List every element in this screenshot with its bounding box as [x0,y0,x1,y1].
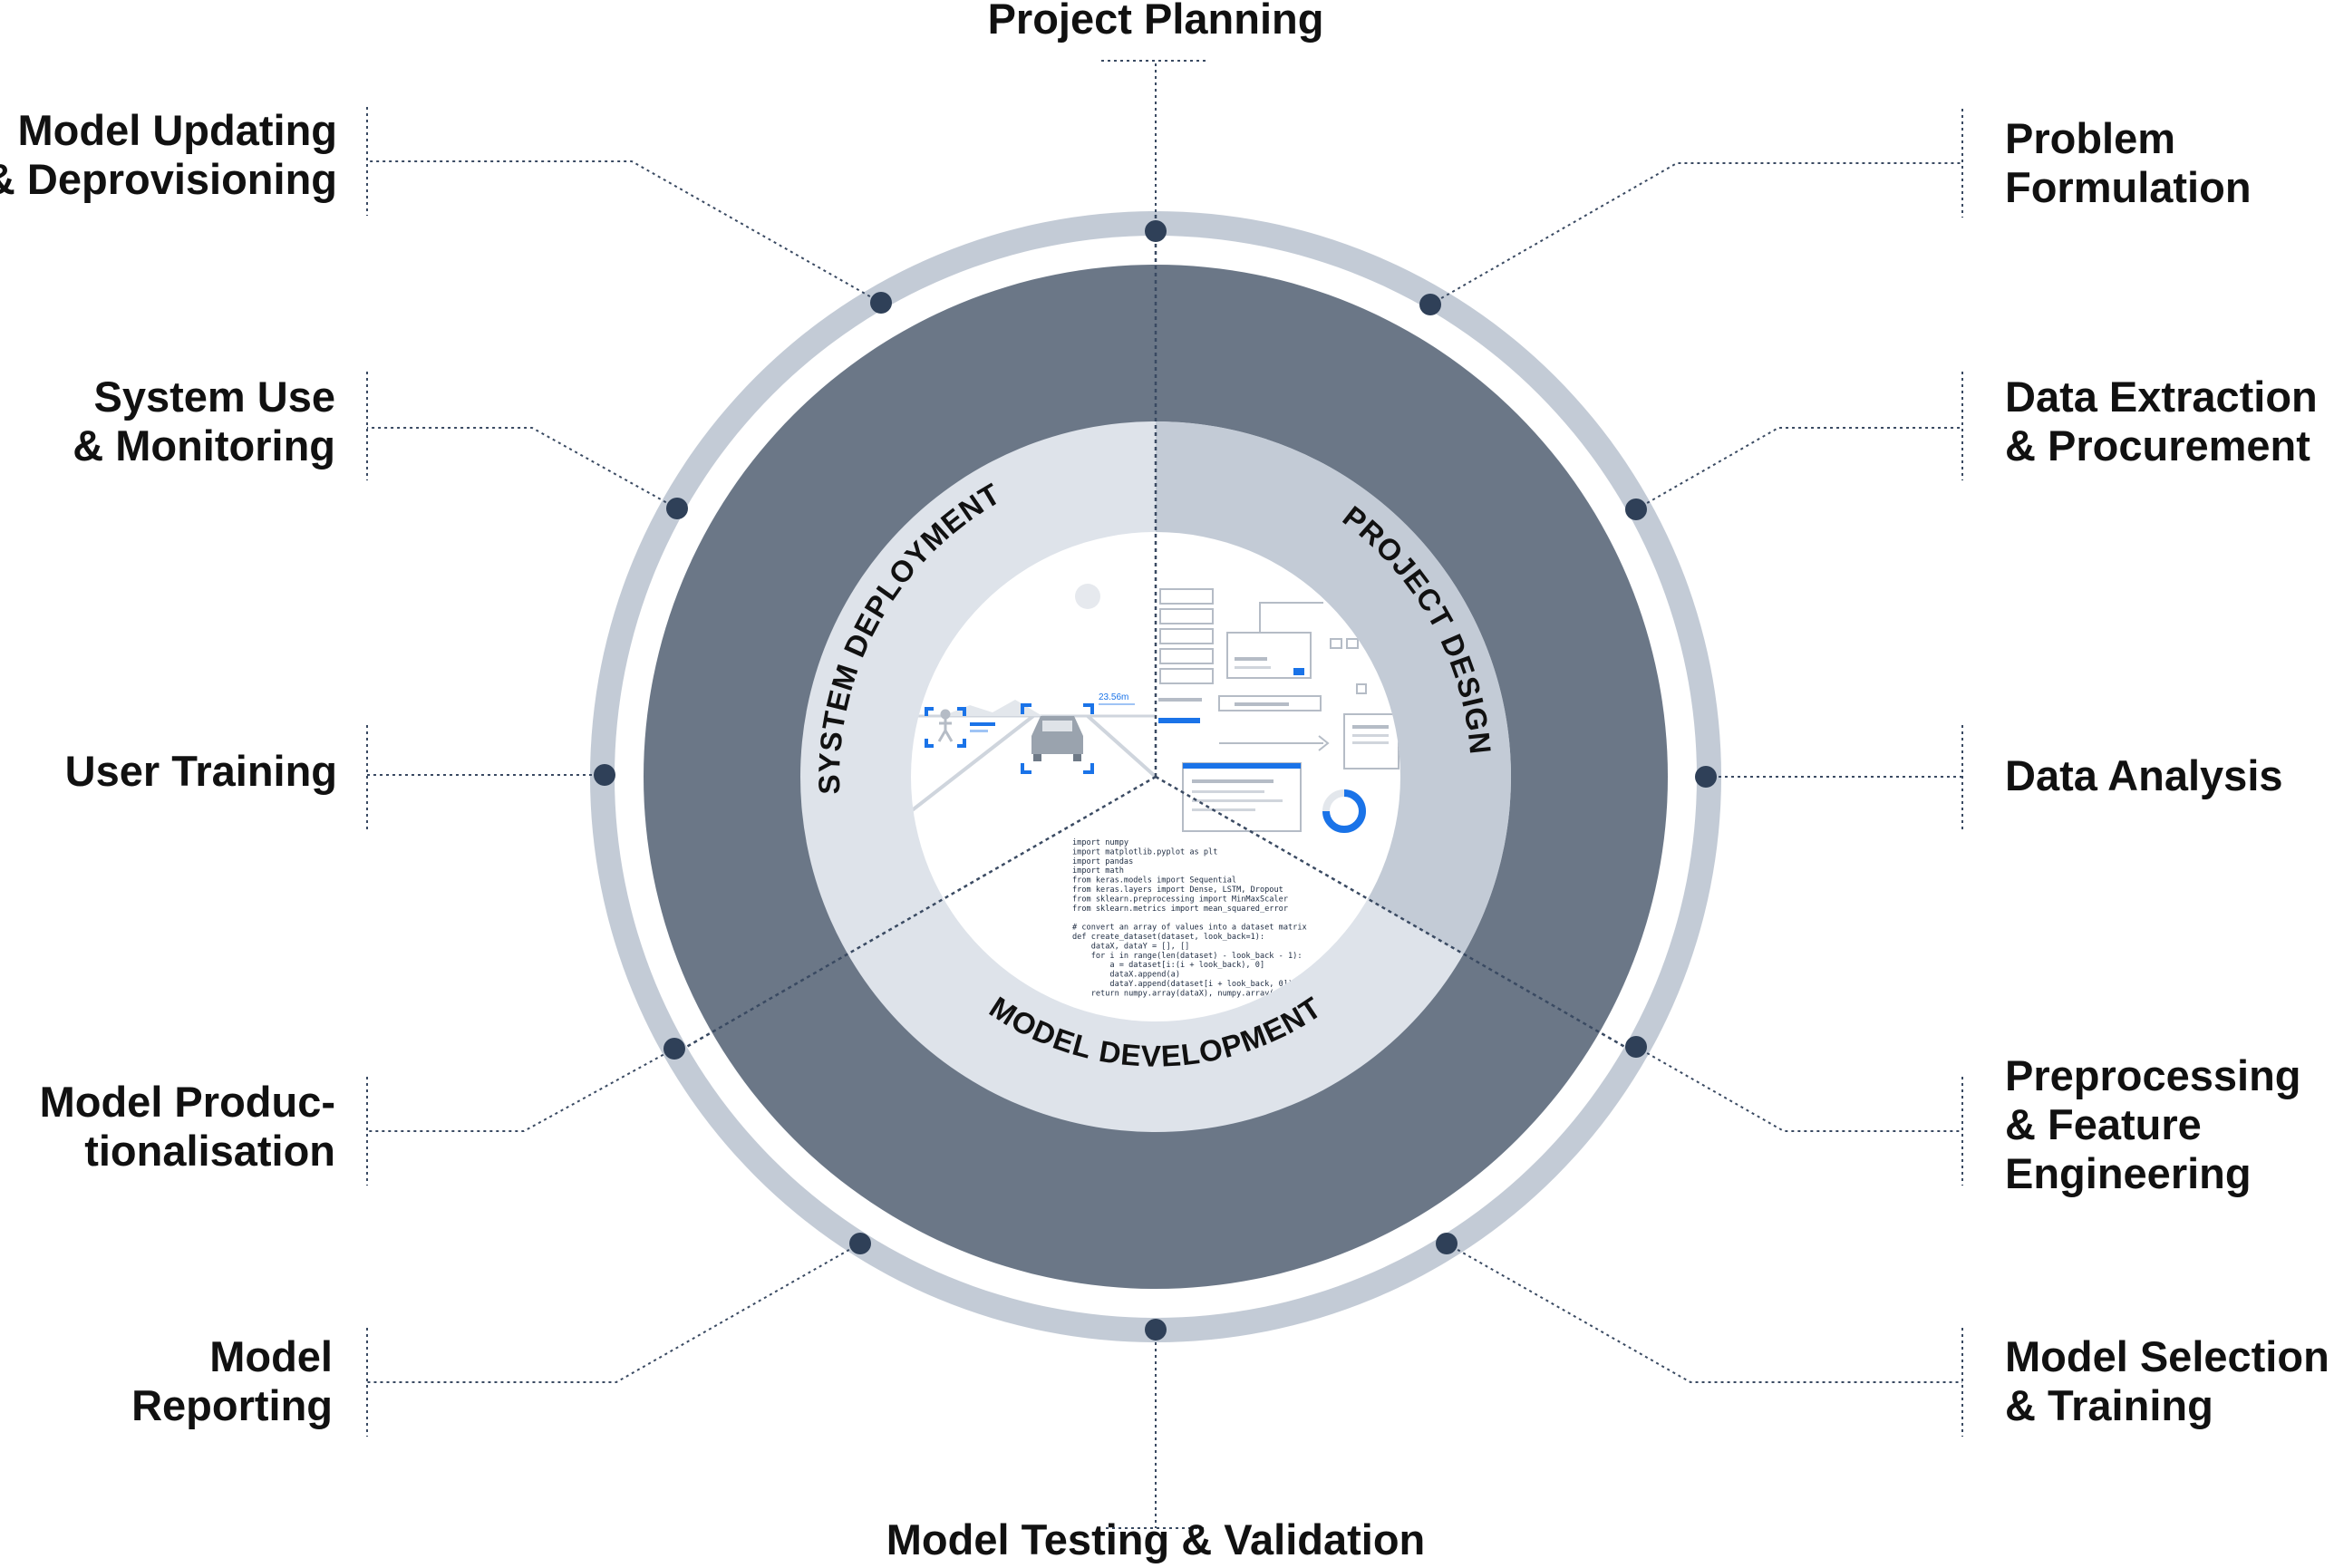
dot-user-training [594,764,615,786]
code-line: def create_dataset(dataset, look_back=1)… [1072,933,1264,942]
stage-label-model-testing: Model Testing & Validation [886,1515,1426,1563]
dot-preprocessing [1625,1036,1647,1058]
stage-label-data-extraction: Data Extraction& Procurement [2005,373,2318,469]
stage-label-model-updating: Model Updating& Deprovisioning [0,106,337,203]
donut-chart-icon [1322,789,1366,833]
code-line: import matplotlib.pyplot as plt [1072,847,1217,857]
pedestrian-icon [937,709,954,742]
code-line: from keras.models import Sequential [1072,876,1236,886]
code-line: a = dataset[i:(i + look_back), 0] [1072,961,1264,970]
code-line: import pandas [1072,857,1133,866]
dot-data-analysis [1695,766,1717,788]
detection-box [925,703,1094,774]
code-line: dataX.append(a) [1072,971,1180,980]
dot-model-reporting [849,1233,871,1254]
code-line: import numpy [1072,838,1128,847]
stage-dots [594,220,1717,1341]
stage-label-model-selection: Model Selection& Training [2005,1332,2329,1429]
connector-lines [366,60,1963,1529]
dot-model-testing [1145,1319,1167,1341]
stage-label-data-analysis: Data Analysis [2005,751,2283,799]
dot-project-planning [1145,220,1167,242]
code-line: return numpy.array(dataX), numpy.array(d… [1072,989,1303,998]
hills [943,700,1042,716]
dot-model-updating [870,292,892,314]
dot-system-use [666,498,688,519]
code-line: for i in range(len(dataset) - look_back … [1072,952,1303,961]
stage-label-project-planning: Project Planning [987,0,1324,43]
car-icon [1031,716,1083,761]
code-line: from keras.layers import Dense, LSTM, Dr… [1072,886,1283,895]
stage-label-model-productionalisation: Model Produc-tionalisation [39,1078,335,1175]
code-line: dataY.append(dataset[i + look_back, 0]) [1072,980,1293,989]
code-line: dataX, dataY = [], [] [1072,942,1189,951]
code-line: # convert an array of values into a data… [1072,924,1307,933]
dot-model-selection [1436,1233,1458,1254]
stage-label-system-use: System Use& Monitoring [73,373,335,469]
distance-label: 23.56m [1099,692,1128,702]
stage-label-user-training: User Training [64,747,337,795]
sun-shape [1075,584,1100,609]
detection-label-pedestrian [970,722,995,726]
code-line: from sklearn.metrics import mean_squared… [1072,905,1288,914]
dot-problem-formulation [1419,294,1441,315]
distance-underline [1099,703,1135,705]
sector-dividers [670,211,1642,1058]
dot-model-productionalisation [663,1038,685,1060]
code-line: from sklearn.preprocessing import MinMax… [1072,895,1288,904]
center-illustration: 23.56m [911,584,1399,998]
dot-data-extraction [1625,498,1647,520]
detection-label-line [970,730,988,732]
code-line: import math [1072,866,1124,876]
wireframe-highlights [1158,657,1389,811]
road-edge-right [1086,714,1157,779]
road-edge-left [911,714,1035,813]
